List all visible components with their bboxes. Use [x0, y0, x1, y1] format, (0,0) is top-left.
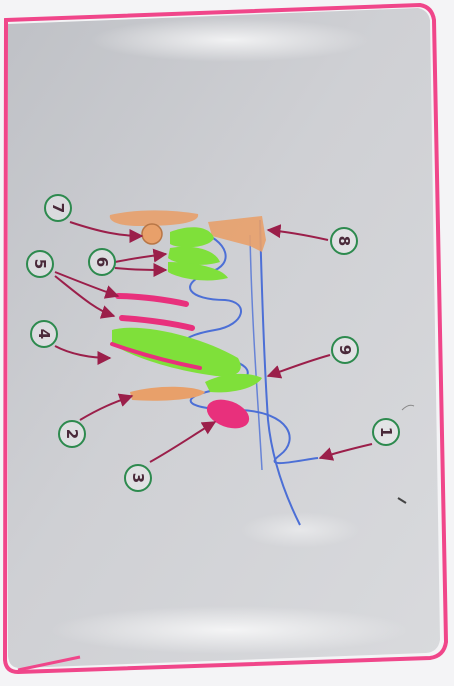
- pen-mark: [397, 497, 407, 504]
- glare-top: [90, 18, 370, 62]
- secondary-stem: [249, 234, 263, 471]
- peach-lower-bar: [130, 386, 205, 401]
- pink-leaf-edge: [110, 342, 202, 370]
- green-wedge-low: [168, 262, 228, 281]
- glare-mid: [240, 512, 360, 548]
- pink-frame: [2, 2, 449, 675]
- arrow-6a: [114, 248, 168, 263]
- svg-text:1: 1: [377, 427, 395, 437]
- label-7: 7: [44, 194, 72, 222]
- pink-line-upper: [115, 293, 189, 307]
- svg-text:5: 5: [31, 259, 49, 269]
- svg-text:6: 6: [93, 257, 111, 267]
- arrow-9: [266, 354, 331, 379]
- main-stem: [259, 219, 301, 526]
- pink-seed: [206, 399, 250, 429]
- pink-line-lower: [119, 315, 195, 331]
- arrow-4: [54, 345, 112, 365]
- svg-text:7: 7: [49, 203, 67, 213]
- label-3: 3: [124, 464, 152, 492]
- svg-text:9: 9: [336, 345, 354, 355]
- label-5: 5: [26, 250, 54, 278]
- peach-knob: [141, 223, 163, 245]
- label-2: 2: [58, 420, 86, 448]
- arrow-2: [79, 393, 134, 421]
- peach-block: [208, 216, 266, 252]
- green-wedge-mid: [168, 246, 220, 265]
- green-wedge-top: [170, 227, 214, 248]
- board-background: [8, 8, 440, 668]
- label-4: 4: [30, 320, 58, 348]
- arrow-7: [69, 221, 144, 243]
- peach-top-bar: [109, 210, 199, 226]
- svg-text:4: 4: [35, 329, 53, 339]
- label-1: 1: [372, 418, 400, 446]
- green-small-leaf: [205, 373, 262, 393]
- arrows: [54, 221, 373, 463]
- glare-bottom: [50, 606, 410, 654]
- arrow-8: [266, 224, 329, 241]
- pen-mark-2: [401, 404, 415, 411]
- label-6: 6: [88, 248, 116, 276]
- svg-text:8: 8: [335, 236, 353, 246]
- svg-text:3: 3: [129, 473, 147, 483]
- arrow-5b: [54, 275, 116, 319]
- label-9: 9: [331, 336, 359, 364]
- pink-frame-tail: [17, 655, 81, 672]
- arrow-3: [149, 421, 217, 463]
- arrow-5a: [54, 271, 120, 299]
- arrow-6b: [114, 262, 168, 277]
- arrow-1: [318, 443, 373, 461]
- label-8: 8: [330, 227, 358, 255]
- green-large-leaf: [112, 327, 241, 377]
- svg-text:2: 2: [63, 429, 81, 439]
